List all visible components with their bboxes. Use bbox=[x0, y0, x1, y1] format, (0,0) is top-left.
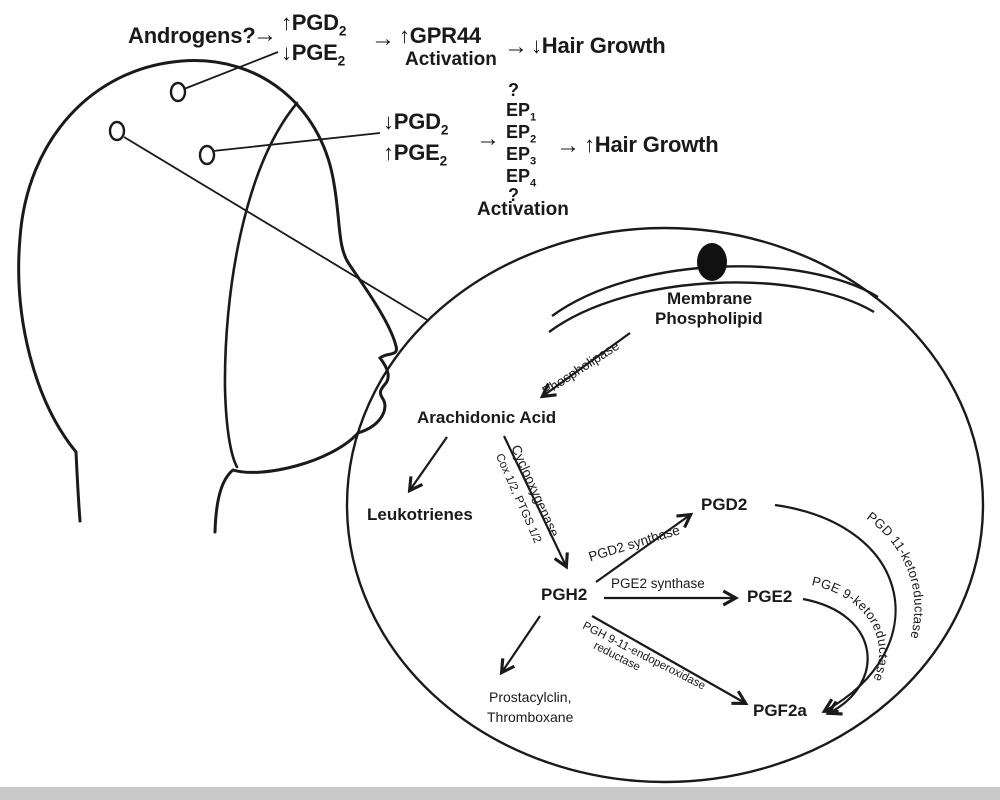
leader-line-mid-follicle bbox=[212, 132, 381, 152]
ep-activation-label: Activation bbox=[477, 199, 569, 220]
pge-ketoreductase-label: PGE 9-ketoreductase bbox=[811, 573, 892, 683]
pgd2-down-label: ↓PGD2 bbox=[383, 109, 449, 138]
follicle-circle-2 bbox=[108, 120, 126, 142]
arrow-pg-to-gpr44: → bbox=[371, 25, 395, 52]
receptor-question-bottom: ? bbox=[508, 185, 519, 205]
arachidonic-acid-label: Arachidonic Acid bbox=[417, 408, 557, 427]
head-hairline bbox=[223, 101, 299, 469]
receptor-ep1: EP1 bbox=[506, 100, 537, 124]
head-outline bbox=[17, 59, 398, 534]
pgd2-up-label: ↑PGD2 bbox=[281, 10, 347, 39]
receptor-ep2: EP2 bbox=[506, 122, 537, 146]
receptor-question-top: ? bbox=[508, 80, 519, 100]
prostacyclin-label-line1: Prostacylclin, bbox=[489, 689, 572, 705]
gpr44-label: ↑GPR44 bbox=[399, 23, 481, 48]
pgf2a-label: PGF2a bbox=[753, 701, 807, 720]
receptor-ep3: EP3 bbox=[506, 144, 537, 168]
arrow-phospholipase bbox=[543, 332, 631, 396]
pgd2-label: PGD2 bbox=[701, 495, 748, 514]
leader-line-top-follicle bbox=[183, 51, 279, 90]
bottom-bar bbox=[0, 787, 1000, 800]
arrow-pge2-to-pgf2a-curve bbox=[802, 597, 869, 713]
pge2-label: PGE2 bbox=[747, 587, 793, 606]
follicle-circle-3 bbox=[198, 144, 216, 166]
hair-growth-up-label: ↑Hair Growth bbox=[584, 132, 719, 157]
arrow-cyclooxygenase bbox=[503, 435, 566, 566]
arrow-pgh2-to-pgf2a bbox=[591, 615, 745, 703]
follicle-circle-1 bbox=[169, 81, 187, 103]
prostacyclin-label-line2: Thromboxane bbox=[487, 709, 574, 725]
membrane-label-line2: Phospholipid bbox=[655, 309, 763, 328]
arrow-ep-to-result: → bbox=[556, 132, 580, 159]
receptor-ep4: EP4 bbox=[506, 166, 537, 190]
leukotrienes-label: Leukotrienes bbox=[367, 505, 473, 524]
androgens-label: Androgens? bbox=[128, 23, 256, 48]
arrow-gpr44-to-result: → bbox=[504, 33, 528, 60]
arrow-pgh2-to-pgd2 bbox=[595, 515, 690, 583]
membrane-arc-outer bbox=[548, 281, 875, 333]
arrow-aa-to-leukotrienes bbox=[410, 436, 448, 490]
pgh2-label: PGH2 bbox=[541, 585, 588, 604]
hair-growth-down-label: ↓Hair Growth bbox=[531, 33, 666, 58]
cell-outline bbox=[345, 226, 985, 784]
arrow-pgh2-to-prostacyclin bbox=[502, 615, 541, 672]
gpr44-activation-label: Activation bbox=[405, 49, 497, 70]
phospholipid-head-dot bbox=[697, 243, 727, 281]
pge2-up-label: ↑PGE2 bbox=[383, 140, 448, 169]
leader-line-to-cell bbox=[123, 136, 430, 322]
membrane-label-line1: Membrane bbox=[667, 289, 753, 308]
pge2-synthase-label: PGE2 synthase bbox=[611, 576, 705, 591]
pge2-down-label: ↓PGE2 bbox=[281, 40, 346, 69]
arrow-androgens-to-pg: → bbox=[253, 21, 277, 48]
arrow-pg-to-ep: → bbox=[476, 125, 500, 152]
